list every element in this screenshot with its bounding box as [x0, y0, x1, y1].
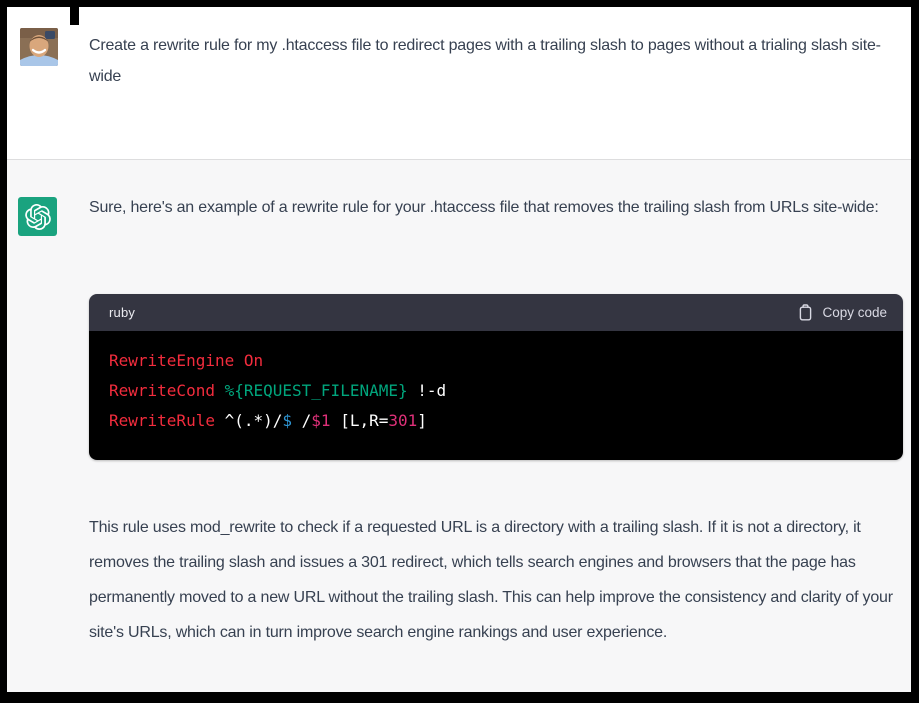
clipboard-icon — [800, 304, 812, 321]
user-message-text: Create a rewrite rule for my .htaccess f… — [89, 37, 881, 85]
copy-code-label: Copy code — [822, 305, 887, 320]
user-message-row: Create a rewrite rule for my .htaccess f… — [7, 7, 911, 159]
copy-code-button[interactable]: Copy code — [798, 304, 887, 321]
user-avatar-image — [20, 28, 58, 66]
code-block-header: ruby Copy code — [89, 294, 903, 331]
code-content: RewriteEngine On RewriteCond %{REQUEST_FI… — [89, 331, 903, 460]
chat-canvas: Create a rewrite rule for my .htaccess f… — [7, 7, 911, 692]
top-edge-artifact — [70, 7, 79, 25]
code-language-label: ruby — [109, 305, 136, 320]
openai-logo-icon — [24, 203, 51, 230]
assistant-explanation-text: This rule uses mod_rewrite to check if a… — [89, 519, 893, 641]
code-block: ruby Copy code RewriteEngine On RewriteCo… — [89, 294, 903, 460]
code-line: RewriteCond %{REQUEST_FILENAME} !-d — [109, 381, 447, 400]
code-line: RewriteRule ^(.*)/$ /$1 [L,R=301] — [109, 411, 427, 430]
assistant-intro-text: Sure, here's an example of a rewrite rul… — [89, 199, 879, 216]
user-avatar — [20, 28, 58, 66]
assistant-message-row: Sure, here's an example of a rewrite rul… — [7, 159, 911, 692]
code-line: RewriteEngine On — [109, 351, 264, 370]
assistant-avatar — [18, 197, 57, 236]
